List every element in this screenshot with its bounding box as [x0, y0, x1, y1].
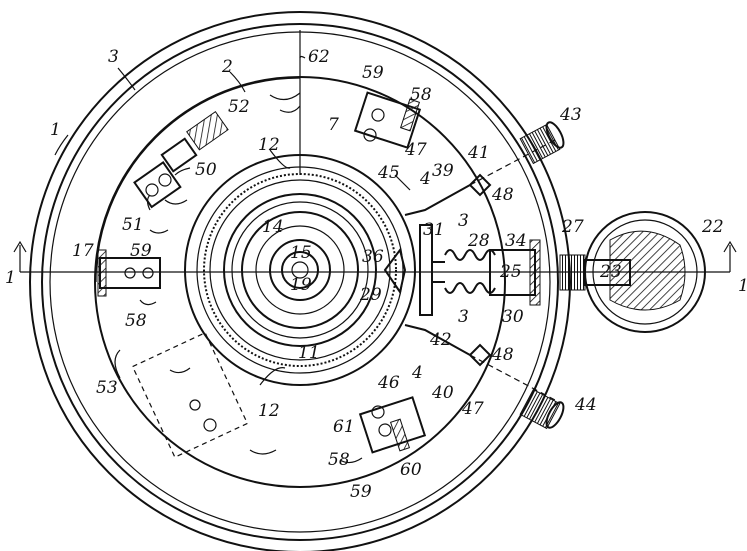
- plunger-mechanism: [383, 224, 541, 316]
- label-3-mid: 3: [458, 211, 469, 231]
- label-58-top: 58: [410, 85, 432, 105]
- label-50: 50: [195, 160, 217, 180]
- label-39: 39: [432, 161, 454, 181]
- label-7: 7: [328, 115, 339, 135]
- label-51: 51: [122, 215, 144, 235]
- label-3-low: 3: [458, 307, 469, 327]
- label-52: 52: [228, 97, 250, 117]
- label-1: 1: [50, 120, 61, 140]
- label-22: 22: [701, 217, 724, 237]
- label-1-right: 1: [738, 276, 747, 296]
- label-59-left: 59: [130, 241, 152, 261]
- label-2: 2: [221, 57, 233, 77]
- label-58-bottom: 58: [328, 450, 350, 470]
- spring-box: [133, 110, 229, 209]
- push-button-lower: [519, 388, 565, 430]
- top-bracket: [353, 91, 422, 149]
- gear-assembly: [184, 154, 416, 386]
- label-46: 46: [377, 373, 400, 393]
- left-bracket: [97, 249, 161, 297]
- label-27: 27: [561, 217, 584, 237]
- label-4-low: 4: [411, 363, 423, 383]
- label-1-left: 1: [5, 268, 16, 288]
- leader-lines: [54, 55, 411, 386]
- label-59-bottom: 59: [350, 482, 372, 502]
- label-48-top: 48: [491, 185, 514, 205]
- label-58-left: 58: [125, 311, 147, 331]
- label-29: 29: [359, 285, 382, 305]
- label-12-low: 12: [258, 401, 280, 421]
- label-31: 31: [423, 220, 445, 240]
- callout-labels: 1 2 3 62 59 58 7 52 12 50 51 47 41 39 45…: [5, 47, 747, 502]
- label-4-top: 4: [419, 169, 431, 189]
- crown-assembly: [559, 211, 706, 333]
- label-15: 15: [290, 243, 312, 263]
- label-45: 45: [377, 163, 400, 183]
- shading-marks: [139, 92, 363, 464]
- label-23: 23: [599, 262, 622, 282]
- dashed-plate: [131, 331, 249, 459]
- label-47-top: 47: [404, 140, 427, 160]
- label-43: 43: [559, 105, 582, 125]
- label-47-low: 47: [461, 399, 484, 419]
- label-25: 25: [499, 262, 522, 282]
- label-59-top: 59: [362, 63, 384, 83]
- label-53: 53: [96, 378, 118, 398]
- label-61: 61: [333, 417, 355, 437]
- label-41: 41: [467, 143, 490, 163]
- label-17: 17: [72, 241, 94, 261]
- label-12-top: 12: [258, 135, 280, 155]
- label-28: 28: [467, 231, 490, 251]
- label-30: 30: [502, 307, 524, 327]
- label-40: 40: [431, 383, 454, 403]
- label-44: 44: [574, 395, 597, 415]
- label-34: 34: [505, 231, 527, 251]
- label-14: 14: [262, 217, 284, 237]
- push-button-upper: [519, 121, 565, 165]
- label-48-low: 48: [491, 345, 514, 365]
- label-19: 19: [290, 275, 312, 295]
- label-36: 36: [362, 247, 384, 267]
- label-42: 42: [429, 330, 452, 350]
- bottom-bracket: [358, 396, 427, 454]
- label-62: 62: [308, 47, 330, 67]
- label-3: 3: [108, 47, 119, 67]
- label-60: 60: [400, 460, 422, 480]
- label-11: 11: [298, 343, 320, 363]
